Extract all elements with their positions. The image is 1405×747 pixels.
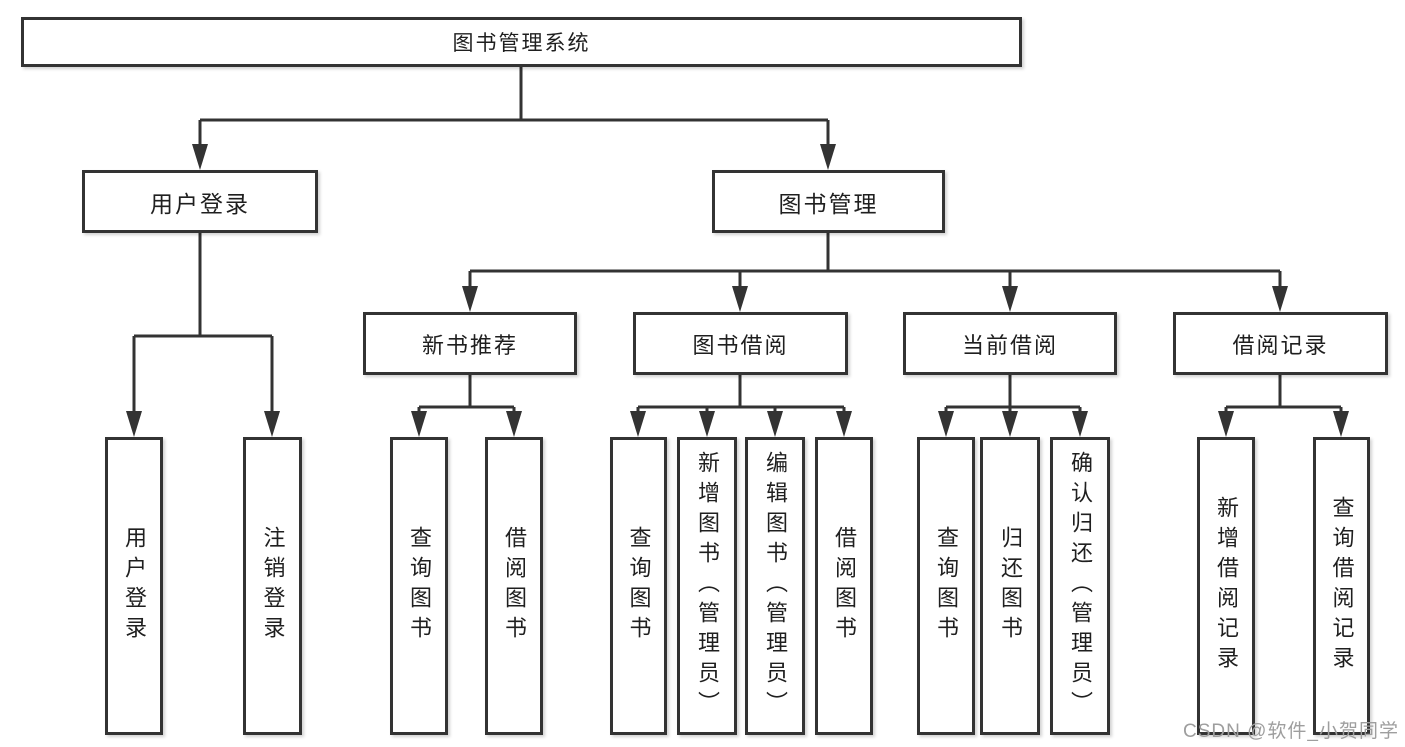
node-user-login: 用户登录 bbox=[82, 170, 318, 233]
leaf-bb-borrow-books: 借阅图书 bbox=[815, 437, 873, 735]
leaf-cb-query-books: 查询图书 bbox=[917, 437, 975, 735]
leaf-cb-return-books: 归还图书 bbox=[980, 437, 1040, 735]
edge-book-management-to-level3 bbox=[468, 233, 1282, 288]
node-borrow-records: 借阅记录 bbox=[1173, 312, 1388, 375]
arrowhead-down bbox=[1002, 286, 1018, 312]
csdn-watermark: CSDN @软件_小贺同学 bbox=[1183, 721, 1399, 742]
arrowhead-down bbox=[264, 411, 280, 437]
node-current-borrow: 当前借阅 bbox=[903, 312, 1117, 375]
arrowhead-down bbox=[1002, 411, 1018, 437]
leaf-bb-query-books: 查询图书 bbox=[610, 437, 667, 735]
edge-borrow-records-to-leaves bbox=[1224, 375, 1343, 413]
arrowhead-down bbox=[767, 411, 783, 437]
arrowhead-down bbox=[938, 411, 954, 437]
arrowhead-down bbox=[732, 286, 748, 312]
edge-book-borrow-to-leaves bbox=[636, 375, 846, 413]
arrowhead-down bbox=[836, 411, 852, 437]
node-new-book-recommend: 新书推荐 bbox=[363, 312, 577, 375]
arrowhead-down bbox=[630, 411, 646, 437]
arrowhead-down bbox=[1072, 411, 1088, 437]
leaf-user-login: 用户登录 bbox=[105, 437, 163, 735]
leaf-nb-query-books: 查询图书 bbox=[390, 437, 448, 735]
edge-root-to-level2 bbox=[198, 67, 830, 146]
arrowhead-down bbox=[411, 411, 427, 437]
arrowhead-down bbox=[820, 144, 836, 170]
leaf-logout: 注销登录 bbox=[243, 437, 302, 735]
arrowhead-down bbox=[1218, 411, 1234, 437]
arrowhead-down bbox=[126, 411, 142, 437]
arrowhead-down bbox=[192, 144, 208, 170]
arrowhead-down bbox=[462, 286, 478, 312]
leaf-bb-add-books: 新增图书（管理员） bbox=[677, 437, 737, 735]
leaf-nb-borrow-books: 借阅图书 bbox=[485, 437, 543, 735]
arrowhead-down bbox=[1333, 411, 1349, 437]
node-book-borrow: 图书借阅 bbox=[633, 312, 848, 375]
leaf-cb-confirm-return: 确认归还（管理员） bbox=[1050, 437, 1110, 735]
arrowhead-down bbox=[1272, 286, 1288, 312]
edge-current-borrow-to-leaves bbox=[944, 375, 1082, 413]
edge-user-login-to-leaves bbox=[132, 233, 274, 413]
leaf-br-query-record: 查询借阅记录 bbox=[1313, 437, 1370, 735]
node-book-management: 图书管理 bbox=[712, 170, 945, 233]
arrowhead-down bbox=[506, 411, 522, 437]
node-library-system: 图书管理系统 bbox=[21, 17, 1022, 67]
leaf-bb-edit-books: 编辑图书（管理员） bbox=[745, 437, 805, 735]
arrowhead-down bbox=[699, 411, 715, 437]
leaf-br-add-record: 新增借阅记录 bbox=[1197, 437, 1255, 735]
edge-new-book-recommend-to-leaves bbox=[417, 375, 516, 413]
